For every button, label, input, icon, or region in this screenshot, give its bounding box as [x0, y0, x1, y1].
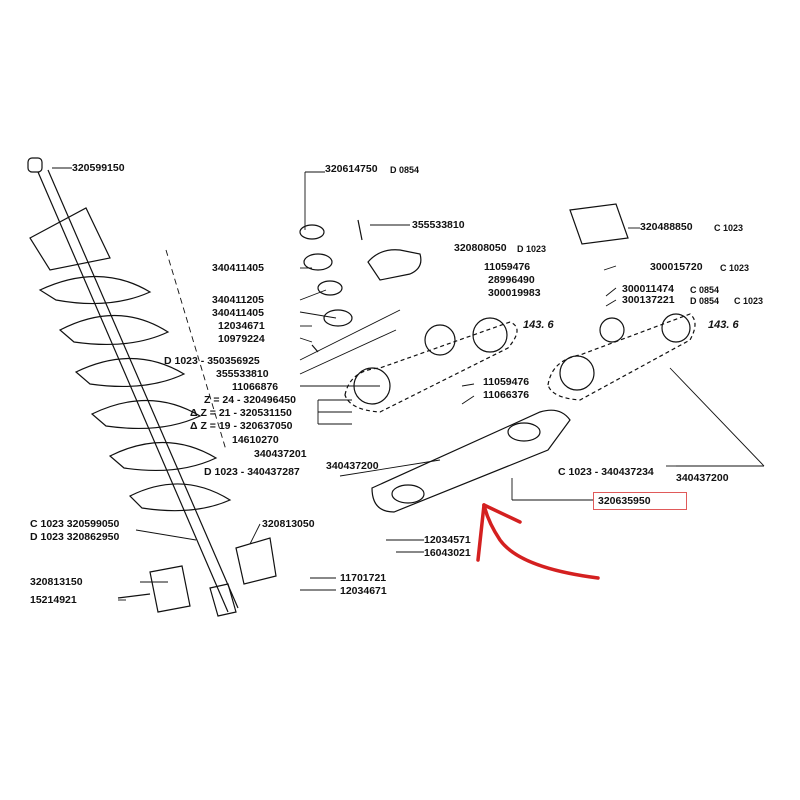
part-11059476-top: 11059476 [484, 261, 531, 273]
part-350356925: D 1023 - 350356925 [164, 355, 260, 367]
chain-length-left: 143. 6 [523, 319, 554, 331]
cover-plate [569, 203, 629, 245]
part-340437201: 340437201 [254, 448, 307, 460]
part-11066376: 11066376 [483, 389, 530, 401]
part-320488850: 320488850 [640, 221, 693, 233]
part-320813050: 320813050 [262, 518, 315, 530]
auger-drawing [27, 157, 239, 617]
shield-plate-upper [235, 537, 277, 585]
part-300137221-version-d: D 0854 [690, 296, 720, 306]
highlight-box [593, 492, 687, 510]
part-320488850-version: C 1023 [714, 223, 744, 233]
chain-length-right: 143. 6 [708, 319, 739, 331]
part-340437200-right: 340437200 [676, 472, 729, 484]
part-340411205: 340411205 [212, 294, 264, 306]
part-300015720: 300015720 [650, 261, 703, 273]
part-320862950: D 1023 320862950 [30, 531, 120, 543]
part-340411405-b: 340411405 [212, 307, 264, 319]
part-300137221-version-c: C 1023 [734, 296, 764, 306]
part-320614750: 320614750 [325, 163, 378, 175]
part-320635950: 320635950 [598, 495, 651, 507]
part-10979224: 10979224 [218, 333, 265, 345]
part-320808050-version: D 1023 [517, 244, 547, 254]
part-340411405-a: 340411405 [212, 262, 264, 274]
sprocket-z19: Δ Z = 19 - 320637050 [190, 420, 293, 432]
red-arrow [476, 503, 600, 580]
part-12034671-b: 12034671 [340, 585, 387, 597]
part-355533810-top: 355533810 [412, 219, 465, 231]
chain-cover [371, 409, 571, 513]
part-11701721: 11701721 [340, 572, 387, 584]
part-12034671-a: 12034671 [218, 320, 265, 332]
part-16043021: 16043021 [424, 547, 471, 559]
part-300011474-version: C 0854 [690, 285, 720, 295]
part-355533810-b: 355533810 [216, 368, 269, 380]
part-300019983: 300019983 [488, 287, 541, 299]
part-12034571: 12034571 [424, 534, 471, 546]
part-320599150: 320599150 [72, 162, 125, 174]
sprocket-z21: Δ Z = 21 - 320531150 [190, 407, 292, 419]
part-14610270: 14610270 [232, 434, 279, 446]
part-11066876: 11066876 [232, 381, 279, 393]
sprocket-z24: Z = 24 - 320496450 [204, 394, 296, 406]
part-300137221: 300137221 [622, 294, 675, 306]
part-320808050: 320808050 [454, 242, 507, 254]
part-300015720-version: C 1023 [720, 263, 750, 273]
part-320599050: C 1023 320599050 [30, 518, 120, 530]
part-340437234: C 1023 - 340437234 [558, 466, 654, 478]
part-320614750-version: D 0854 [390, 165, 420, 175]
part-320813150: 320813150 [30, 576, 83, 588]
part-340437287: D 1023 - 340437287 [204, 466, 300, 478]
gearbox-housing [367, 249, 422, 281]
part-15214921: 15214921 [30, 594, 77, 606]
part-340437200-left: 340437200 [326, 460, 379, 472]
shield-plate-lower [149, 565, 191, 613]
part-300011474: 300011474 [622, 283, 674, 295]
part-28996490: 28996490 [488, 274, 535, 286]
bearing-stack [299, 224, 353, 353]
part-11059476-b: 11059476 [483, 376, 530, 388]
